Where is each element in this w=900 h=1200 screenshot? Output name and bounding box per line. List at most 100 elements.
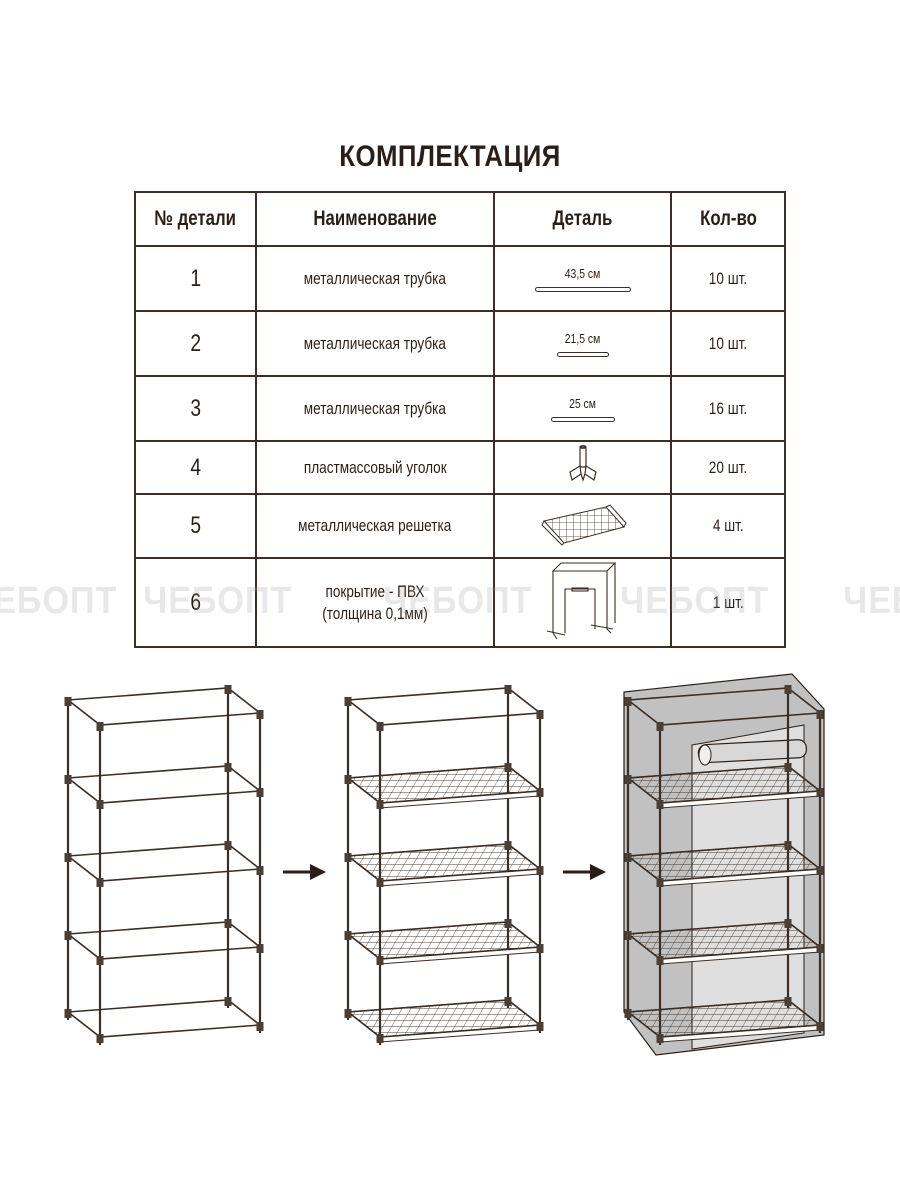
part-name-text: пластмассовый уголок [303,457,447,477]
part-quantity-text: 10 шт. [708,268,748,288]
table-row: 5 металлическая решетка 4 шт. [134,493,786,559]
rack-frame-with-shelves [344,685,544,1045]
plastic-connector [504,841,512,850]
plastic-connector [656,800,664,809]
medium-tube-icon [550,416,615,422]
rack-frame-with-cover [623,673,825,1056]
plastic-connector [64,697,72,706]
plastic-connector [536,788,544,797]
part-detail: 43,5 см [493,245,672,312]
rack-frame-only [64,685,264,1045]
plastic-connector [256,788,264,797]
part-detail [493,557,672,648]
metal-grid-icon [540,503,627,546]
plastic-connector [624,697,632,706]
plastic-connector [656,878,664,887]
plastic-connector [344,853,352,862]
page-title: КОМПЛЕКТАЦИЯ [339,140,561,173]
short-tube-icon [556,351,609,357]
plastic-connector [376,722,384,731]
header-quantity: Кол-во [670,191,786,247]
arrow-icon [283,864,326,880]
long-tube-icon [534,286,631,292]
part-detail [493,440,672,495]
part-quantity-text: 10 шт. [708,333,748,353]
arrow-icon [563,864,606,880]
part-quantity-text: 16 шт. [708,398,748,418]
part-detail: 25 см [493,375,672,442]
part-name: металлическая трубка [255,245,495,312]
plastic-connector [256,710,264,719]
plastic-connector [784,841,792,850]
part-number: 4 [134,440,257,495]
header-part-number: № детали [134,191,257,247]
assembly-steps-illustration [64,673,825,1056]
plastic-connector [64,853,72,862]
tube-length-label: 25 см [569,395,596,411]
plastic-connector [504,763,512,772]
header-label: № детали [154,207,237,230]
plastic-connector [816,1022,824,1031]
plastic-connector [536,944,544,953]
plastic-connector [64,931,72,940]
part-number-text: 4 [190,453,201,481]
plastic-connector [376,1034,384,1043]
plastic-connector [224,997,232,1006]
part-number: 3 [134,375,257,442]
part-number: 2 [134,310,257,377]
plastic-connector [224,763,232,772]
part-name-text: металлическая трубка [303,268,447,288]
plastic-connector [344,931,352,940]
plastic-connector [624,775,632,784]
plastic-connector [344,1009,352,1018]
plastic-connector [504,919,512,928]
plastic-connector [536,866,544,875]
plastic-connector [784,763,792,772]
plastic-connector [816,866,824,875]
plastic-connector [224,919,232,928]
plastic-connector [816,944,824,953]
header-label: Кол-во [699,207,757,230]
plastic-connector [656,1034,664,1043]
plastic-connector [624,1009,632,1018]
part-number-text: 5 [190,512,201,539]
part-name-note: (толщина 0,1мм) [322,603,428,623]
part-quantity-text: 1 шт. [712,592,744,612]
header-label: Наименование [313,207,437,230]
part-quantity: 16 шт. [670,375,786,442]
plastic-connector-icon [568,445,597,482]
part-name-text: покрытие - ПВХ [325,581,425,601]
plastic-connector [96,800,104,809]
part-name: покрытие - ПВХ (толщина 0,1мм) [255,557,495,648]
plastic-connector [784,997,792,1006]
pvc-cover-icon [546,562,616,640]
plastic-connector [256,944,264,953]
plastic-connector [816,788,824,797]
part-detail: 21,5 см [493,310,672,377]
part-name: пластмассовый уголок [255,440,495,495]
plastic-connector [64,1009,72,1018]
plastic-connector [536,710,544,719]
tube-length-label: 43,5 см [564,265,601,281]
plastic-connector [624,853,632,862]
part-number-text: 6 [190,588,201,616]
part-quantity-text: 20 шт. [708,457,748,477]
part-number: 5 [134,493,257,559]
part-name: металлическая трубка [255,375,495,442]
header-label: Деталь [552,207,613,230]
plastic-connector [64,775,72,784]
plastic-connector [96,956,104,965]
table-row: 3 металлическая трубка 25 см 16 шт. [134,375,786,442]
table-row: 6 покрытие - ПВХ (толщина 0,1мм) 1 шт. [134,557,786,648]
plastic-connector [376,800,384,809]
plastic-connector [656,722,664,731]
plastic-connector [504,685,512,694]
plastic-connector [96,722,104,731]
part-quantity: 10 шт. [670,245,786,312]
plastic-connector [96,1034,104,1043]
plastic-connector [224,685,232,694]
plastic-connector [504,997,512,1006]
part-number: 6 [134,557,257,648]
part-number-text: 1 [190,264,201,292]
